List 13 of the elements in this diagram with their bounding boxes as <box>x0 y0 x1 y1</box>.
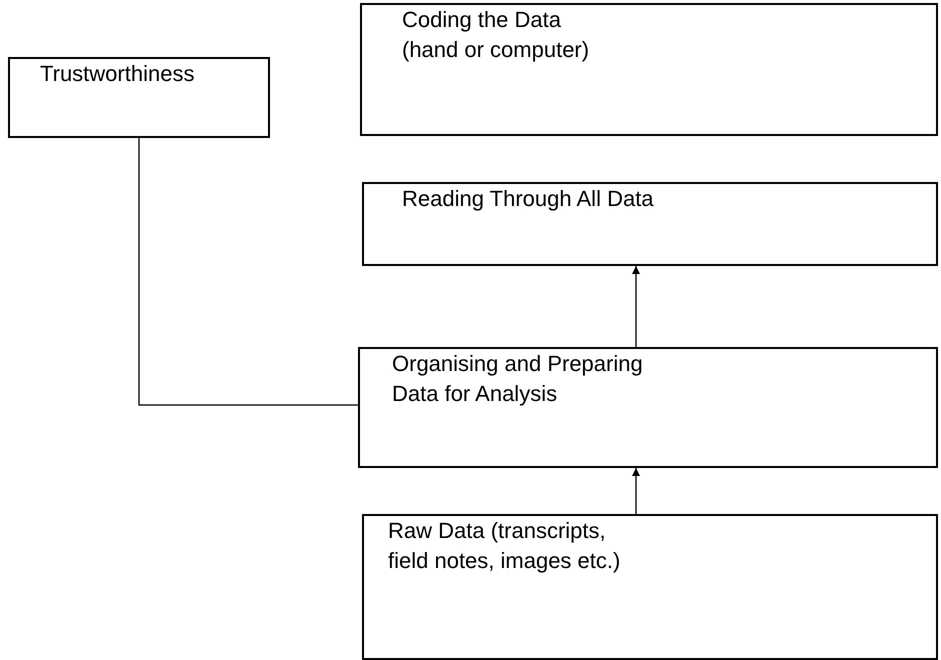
process-box <box>358 347 938 468</box>
box-label: Raw Data (transcripts, field notes, images etc.) <box>388 517 622 575</box>
process-box <box>362 182 938 266</box>
box-label: Reading Through All Data <box>402 185 655 213</box>
box-label: Trustworthiness <box>40 60 196 88</box>
arrow <box>632 468 640 514</box>
process-box <box>360 3 938 136</box>
arrow <box>632 266 640 347</box>
process-box <box>362 514 938 660</box>
box-label: Organising and Preparing Data for Analysis <box>392 350 644 408</box>
box-label: Coding the Data (hand or computer) <box>402 6 590 64</box>
process-box <box>8 57 270 138</box>
connector-line <box>138 138 358 406</box>
